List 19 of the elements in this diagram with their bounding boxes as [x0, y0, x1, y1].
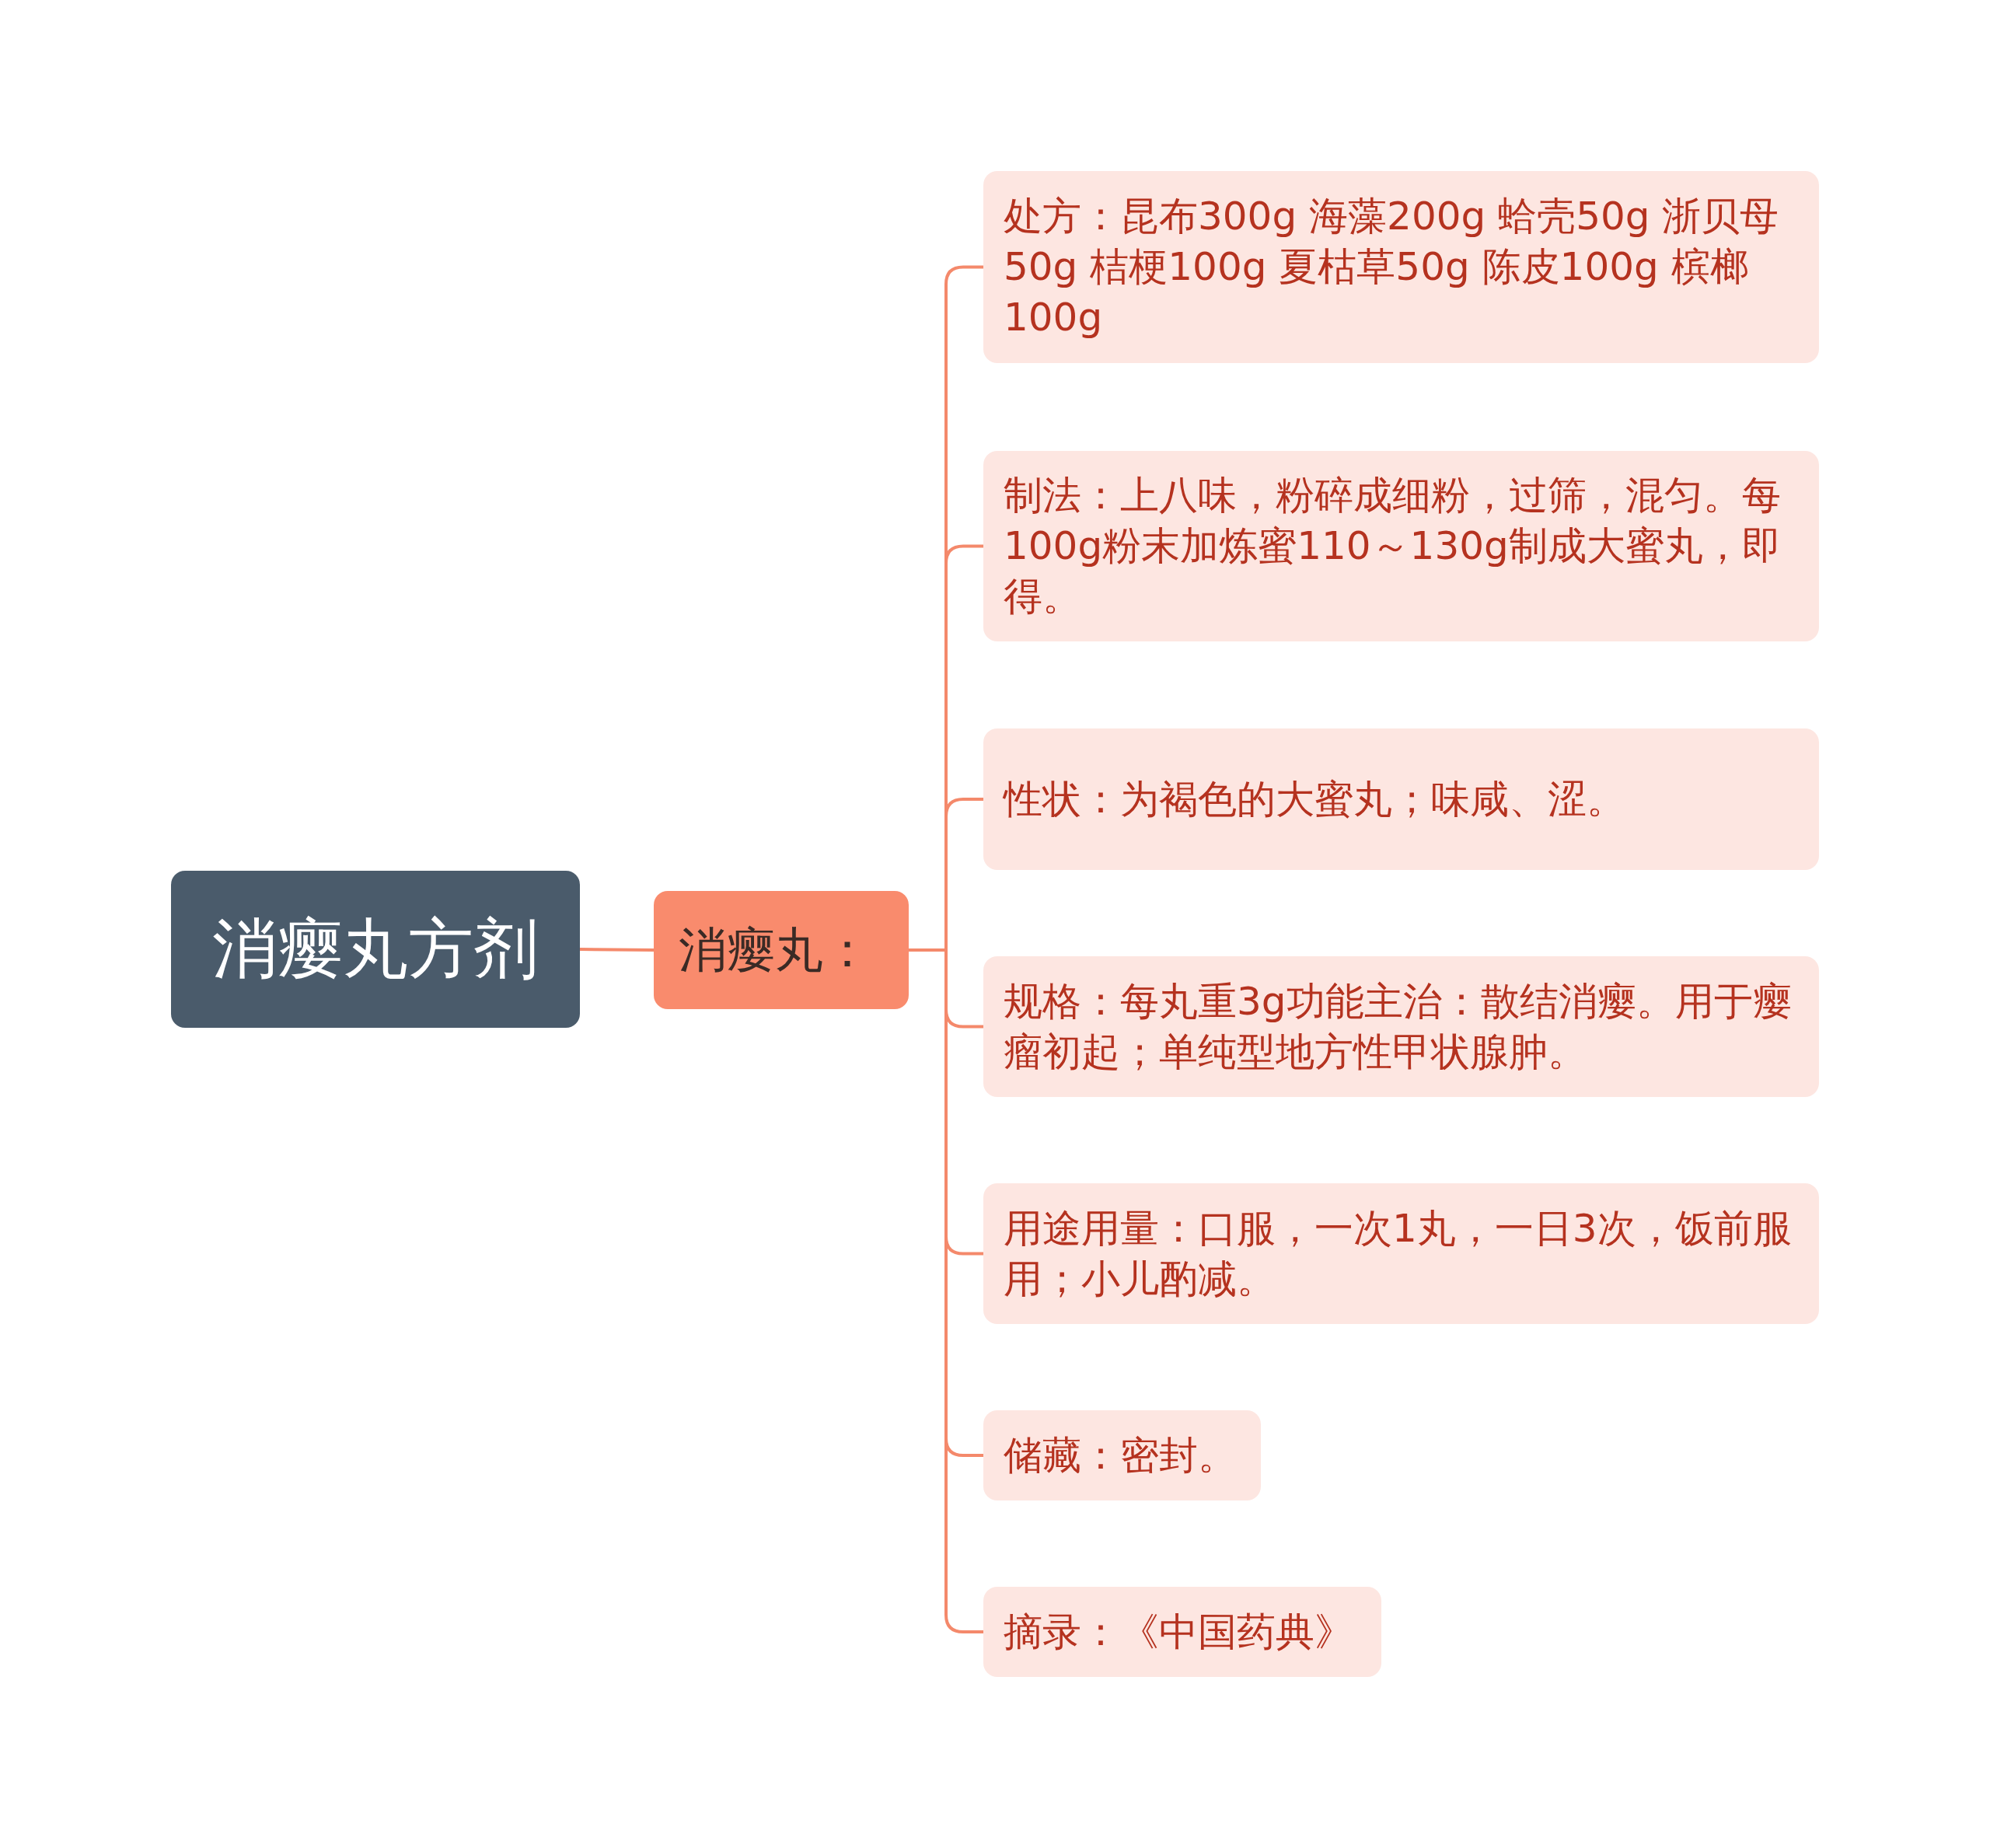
subtopic-box: [983, 728, 1819, 870]
subtopic-box: [983, 171, 1819, 363]
topic-text: 摘录：《中国药典》: [1004, 1608, 1353, 1656]
topic-text: 性状：为褐色的大蜜丸；味咸、涩。: [1004, 775, 1625, 823]
topic-box: [654, 891, 909, 1009]
root-topic-box: [171, 871, 580, 1028]
topic-text: 储藏：密封。: [1004, 1431, 1237, 1479]
topic-text: 消瘿丸方剂: [212, 910, 539, 989]
subtopic-box: [983, 1183, 1819, 1324]
topic-text: 处方：昆布300g 海藻200g 蛤壳50g 浙贝母50g 桔梗100g 夏枯草50g 陈皮100g 槟榔100g: [1004, 193, 1780, 341]
connector-line: [579, 948, 655, 952]
subtopic-box: [983, 956, 1819, 1097]
topic-text: 用途用量：口服，一次1丸，一日3次，饭前服用；小儿酌减。: [1004, 1204, 1793, 1303]
topic-text: 制法：上八味，粉碎成细粉，过筛，混匀。每100g粉末加炼蜜110～130g制成大蜜丸，即得。: [1004, 472, 1782, 620]
topic-text: 消瘿丸：: [679, 920, 871, 980]
subtopic-box: [983, 1410, 1261, 1500]
subtopic-box: [983, 451, 1819, 641]
topic-text: 规格：每丸重3g功能主治：散结消瘿。用于瘿瘤初起；单纯型地方性甲状腺肿。: [1004, 977, 1793, 1076]
subtopic-box: [983, 1587, 1381, 1677]
